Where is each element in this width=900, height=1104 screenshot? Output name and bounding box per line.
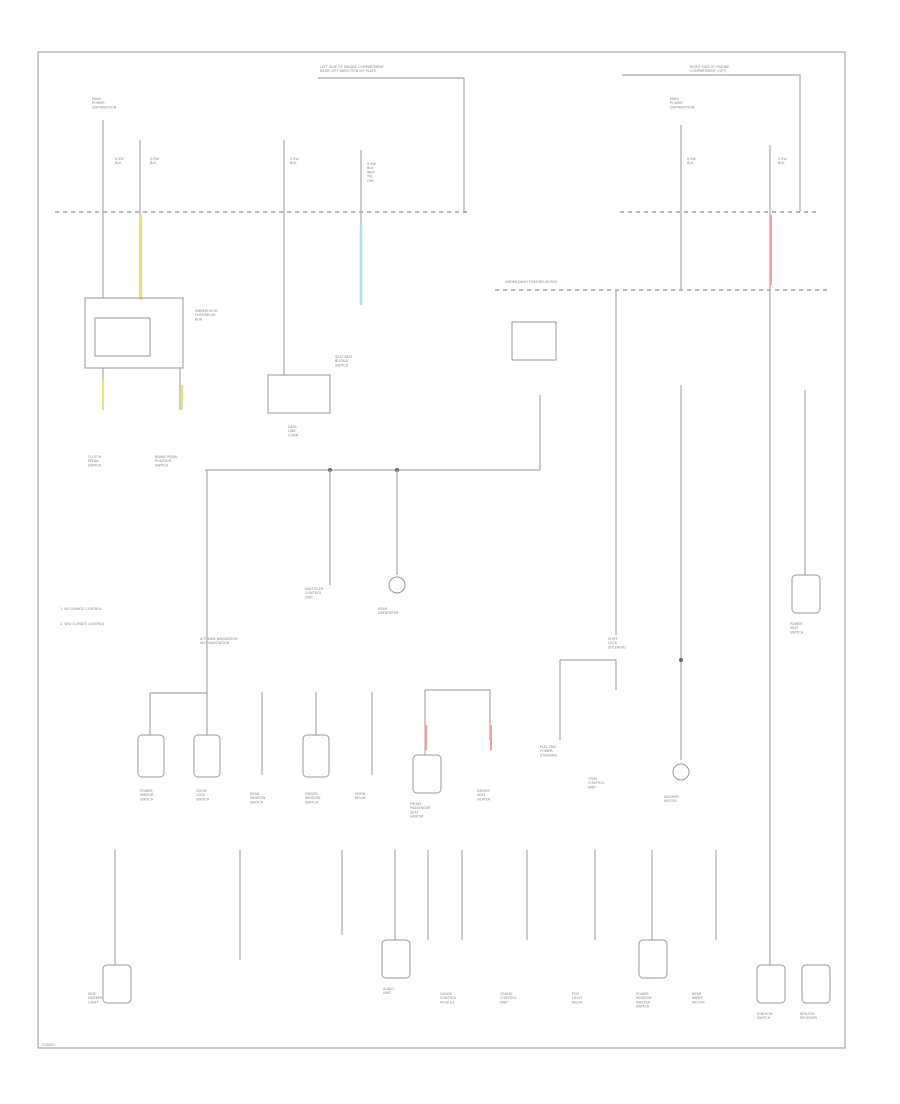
keyless-receiver-box [801,964,831,1004]
washer-motor-lamp [672,763,690,781]
underhood-fuse-box [84,297,184,369]
door-lock-switch [193,734,221,778]
ignition-switch-box [756,964,786,1004]
diagram-frame [37,51,846,1049]
power-seat-switch-top [791,574,821,614]
note-cond-1: 1. W/ CLIMATE CONTROL [60,607,102,611]
passenger-seat-heater [412,754,442,794]
rear-defroster-lamp [388,576,406,594]
data-link-connector [267,374,331,414]
note-cond-2: 2. W/O CLIMATE CONTROL [60,622,105,626]
wire-top-left-header [318,77,465,212]
footer-code: G00001 [42,1043,55,1047]
label-under-dash-box: UNDER-DASH FUSE/RELAY BOX [505,280,558,284]
under-dash-relay [511,321,557,361]
wire-branch-c [560,659,617,690]
wire-top-right-header [622,74,801,212]
junction-dot-3 [679,658,683,662]
power-window-master [638,939,668,979]
side-marker-box [102,964,132,1004]
driver-window-switch [302,734,330,778]
power-mirror-switch [137,734,165,778]
audio-unit [381,939,411,979]
relay-box-inner [94,317,151,357]
wire-branch-b [425,689,491,740]
